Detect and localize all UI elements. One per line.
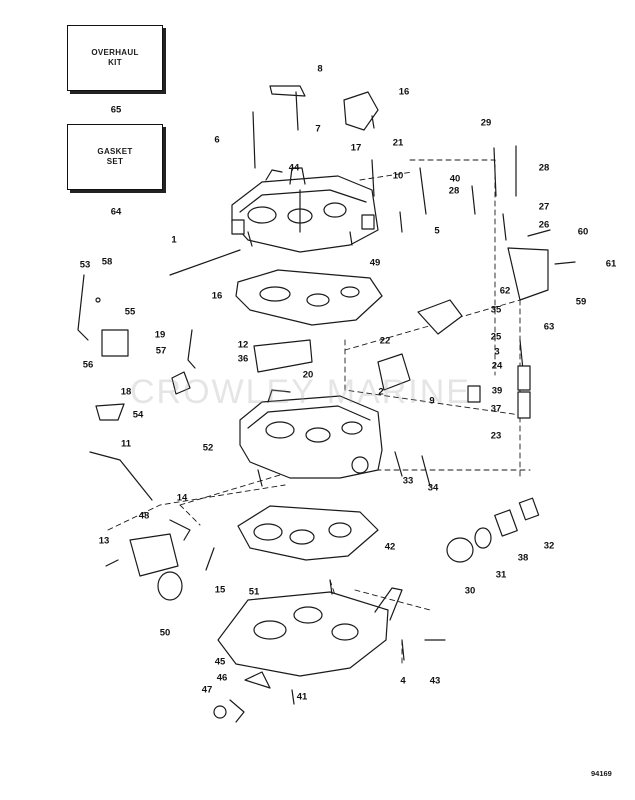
watermark: CROWLEY MARINE: [130, 373, 471, 411]
callout: 38: [517, 552, 529, 564]
callout: 35: [490, 304, 502, 316]
reference-number: 94169: [591, 769, 612, 778]
callout: 12: [237, 339, 249, 351]
callout: 20: [302, 369, 314, 381]
overhaul-kit-line1: OVERHAUL: [91, 48, 139, 57]
callout: 42: [384, 541, 396, 553]
callout: 5: [434, 225, 440, 237]
overhaul-kit-line2: KIT: [108, 58, 122, 67]
callout: 3: [494, 346, 500, 358]
callout: 41: [296, 691, 308, 703]
callout: 60: [577, 226, 589, 238]
callout: 17: [350, 142, 362, 154]
callout: 13: [98, 535, 110, 547]
callout: 48: [138, 510, 150, 522]
callout: 32: [543, 540, 555, 552]
callout: 34: [427, 482, 439, 494]
callout: 25: [490, 331, 502, 343]
callout: 58: [101, 256, 113, 268]
callout: 8: [317, 63, 323, 75]
callout: 44: [288, 162, 300, 174]
callout: 54: [132, 409, 144, 421]
callout: 62: [499, 285, 511, 297]
callout: 40: [449, 173, 461, 185]
callout: 37: [490, 403, 502, 415]
callout: 46: [216, 672, 228, 684]
callout: 43: [429, 675, 441, 687]
callout-65: 65: [110, 104, 122, 116]
callout: 27: [538, 201, 550, 213]
callout: 61: [605, 258, 617, 270]
callout: 30: [464, 585, 476, 597]
callout: 49: [369, 257, 381, 269]
gasket-set-line1: GASKET: [97, 147, 133, 156]
callout: 59: [575, 296, 587, 308]
callout: 47: [201, 684, 213, 696]
callout: 19: [154, 329, 166, 341]
callout: 11: [120, 438, 132, 450]
callout: 23: [490, 430, 502, 442]
callout: 9: [429, 395, 435, 407]
callout: 45: [214, 656, 226, 668]
callout: 57: [155, 345, 167, 357]
callout: 16: [211, 290, 223, 302]
callout: 51: [248, 586, 260, 598]
callout: 4: [400, 675, 406, 687]
callout: 50: [159, 627, 171, 639]
callout: 55: [124, 306, 136, 318]
callout: 26: [538, 219, 550, 231]
callout: 1: [171, 234, 177, 246]
callout: 6: [214, 134, 220, 146]
callout: 15: [214, 584, 226, 596]
callout: 63: [543, 321, 555, 333]
callout: 2: [378, 386, 384, 398]
air-horn-gasket: [235, 269, 383, 326]
small-parts: [77, 85, 576, 723]
callout: 33: [402, 475, 414, 487]
callout: 21: [392, 137, 404, 149]
callout: 53: [79, 259, 91, 271]
callout: 56: [82, 359, 94, 371]
callout: 28: [538, 162, 550, 174]
callout: 29: [480, 117, 492, 129]
gasket-set-box: GASKET SET: [67, 124, 163, 190]
callout: 31: [495, 569, 507, 581]
overhaul-kit-box: OVERHAUL KIT: [67, 25, 163, 91]
callout: 7: [315, 123, 321, 135]
callout: 16: [398, 86, 410, 98]
callout: 39: [491, 385, 503, 397]
callout: 22: [379, 335, 391, 347]
callout: 14: [176, 492, 188, 504]
gasket-set-line2: SET: [106, 157, 124, 166]
callout: 18: [120, 386, 132, 398]
air-horn-top-cover: [231, 167, 379, 253]
callout: 52: [202, 442, 214, 454]
callout: 10: [392, 170, 404, 182]
callout: 28: [448, 185, 460, 197]
callout: 24: [491, 360, 503, 372]
callout: 36: [237, 353, 249, 365]
throttle-body: [217, 579, 403, 677]
float-bowl: [239, 389, 383, 487]
base-gasket: [237, 505, 379, 561]
callout-64: 64: [110, 206, 122, 218]
